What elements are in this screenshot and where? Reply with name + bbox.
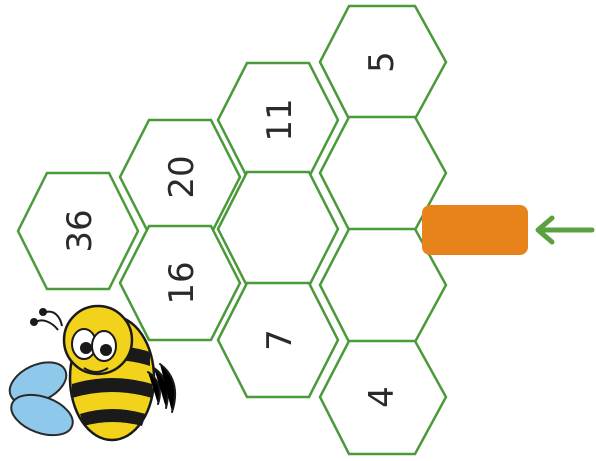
cell-number: 20 [162,155,202,198]
cell-number: 36 [60,209,100,252]
hex-cell: 7 [218,283,338,397]
hex-cell: 5 [320,6,446,119]
hex-cell: 36 [18,173,138,289]
cell-number: 5 [362,51,402,73]
hex-cell: 20 [120,120,240,234]
cell-number: 11 [260,98,300,141]
hex-cell[interactable] [218,172,338,286]
hex-cell: 16 [120,226,240,340]
hex-cell: 11 [218,63,338,177]
cell-number: 4 [362,386,402,408]
cell-number: 16 [162,261,202,304]
answer-box[interactable] [422,205,528,255]
cell-number: 7 [260,329,300,351]
hex-cell: 4 [320,341,446,454]
arrow-left-icon [538,218,592,242]
